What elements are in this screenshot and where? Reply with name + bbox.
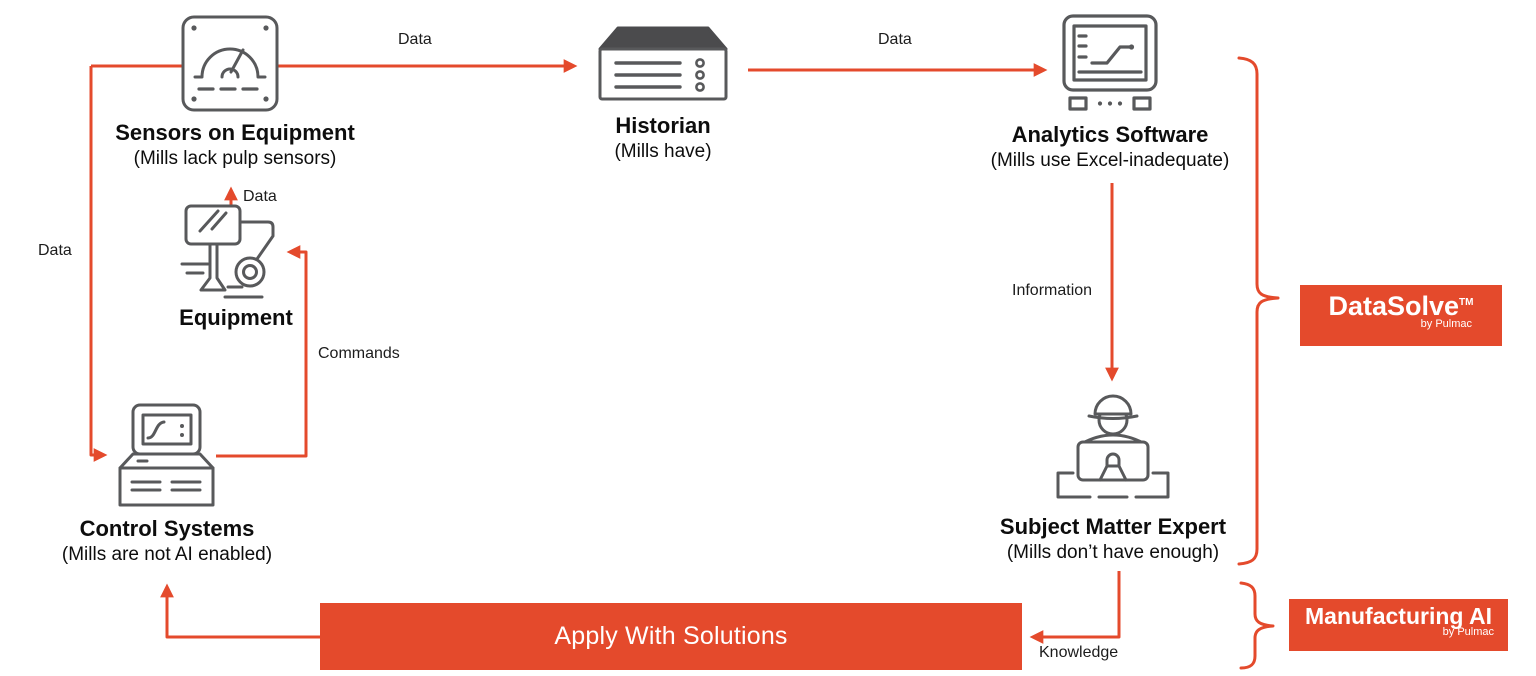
node-control-title: Control Systems: [79, 516, 255, 541]
manufacturing-ai-badge: Manufacturing AI by Pulmac: [1289, 599, 1508, 651]
edge-solutions-control: [160, 583, 320, 639]
node-equipment: Equipment: [136, 305, 336, 330]
edge-label-commands: Commands: [318, 345, 400, 362]
datasolve-badge: DataSolveTM by Pulmac: [1300, 285, 1502, 346]
node-analytics-subtitle: (Mills use Excel-inadequate): [990, 150, 1230, 172]
gauge-icon: [181, 15, 279, 112]
node-sme-subtitle: (Mills don’t have enough): [1006, 542, 1220, 564]
node-sensors-subtitle: (Mills lack pulp sensors): [133, 148, 337, 170]
edge-control-equipment: [216, 245, 308, 458]
node-sensors-title: Sensors on Equipment: [115, 120, 355, 145]
node-historian: Historian (Mills have): [513, 113, 813, 163]
node-sensors: Sensors on Equipment (Mills lack pulp se…: [75, 120, 395, 170]
monitor-chart-icon: [1062, 14, 1158, 111]
node-analytics-title: Analytics Software: [1011, 122, 1209, 147]
edge-label-data-sensors-control: Data: [38, 242, 72, 259]
edge-sensors-control: [89, 66, 108, 462]
edge-label-knowledge: Knowledge: [1039, 644, 1119, 661]
edge-sme-solutions: [1029, 571, 1121, 644]
datasolve-title: DataSolve: [1328, 291, 1460, 321]
manufacturing-ai-title: Manufacturing AI: [1305, 603, 1492, 629]
apply-with-solutions-banner: Apply With Solutions: [320, 603, 1022, 670]
brace-datasolve: [1237, 56, 1280, 566]
terminal-icon: [118, 403, 215, 507]
manufacturing-ai-byline: by Pulmac: [1442, 626, 1494, 638]
machine-icon: [180, 204, 275, 299]
datasolve-tm: TM: [1459, 297, 1474, 308]
edge-label-data-sensors-historian: Data: [398, 31, 432, 48]
node-equipment-title: Equipment: [179, 305, 293, 330]
worker-at-desk-icon: [1056, 394, 1170, 499]
apply-with-solutions-label: Apply With Solutions: [554, 622, 788, 650]
node-control: Control Systems (Mills are not AI enable…: [17, 516, 317, 566]
node-historian-title: Historian: [615, 113, 711, 138]
edge-label-data-equipment-sensors: Data: [243, 188, 277, 205]
node-sme-title: Subject Matter Expert: [999, 514, 1227, 539]
edge-label-data-historian-analytics: Data: [878, 31, 912, 48]
node-sme: Subject Matter Expert (Mills don’t have …: [963, 514, 1263, 564]
edge-label-information: Information: [1012, 282, 1093, 299]
brace-manufacturing-ai: [1239, 581, 1275, 670]
server-icon: [598, 26, 728, 101]
node-analytics: Analytics Software (Mills use Excel-inad…: [950, 122, 1270, 172]
node-control-subtitle: (Mills are not AI enabled): [61, 544, 273, 566]
node-historian-subtitle: (Mills have): [614, 141, 712, 163]
datasolve-byline: by Pulmac: [1420, 318, 1472, 330]
